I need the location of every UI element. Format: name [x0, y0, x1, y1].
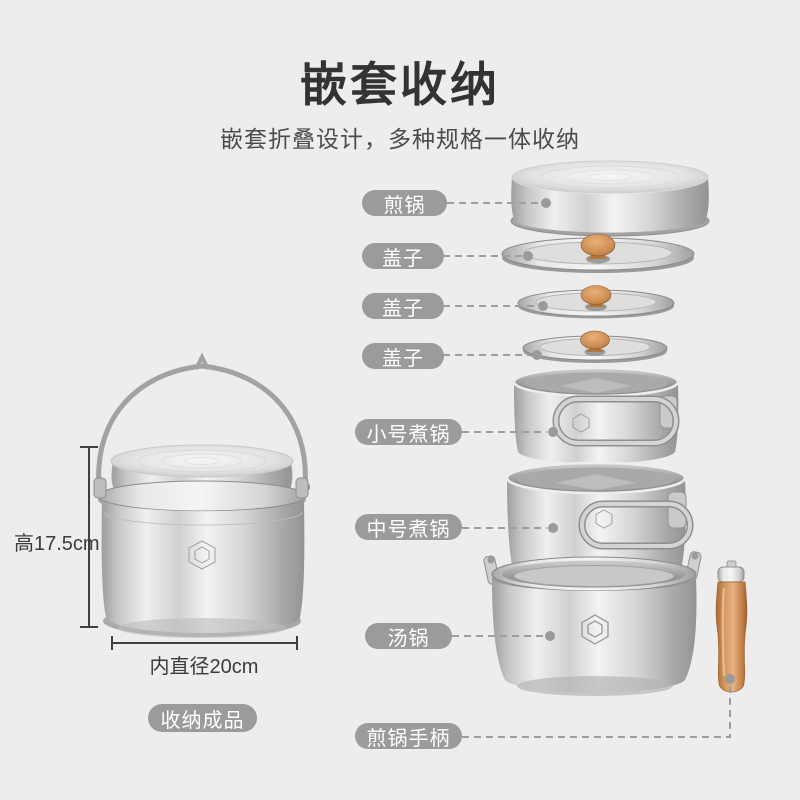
height-dimension-line	[80, 446, 98, 628]
medium-pot-illustration	[505, 461, 694, 582]
callout-pill-pan-handle: 煎锅手柄	[355, 723, 462, 750]
callout-line-pan-handle	[462, 686, 731, 738]
lid-large-illustration	[501, 233, 695, 273]
page-title: 嵌套收纳	[300, 58, 500, 111]
stored-pot-illustration	[80, 352, 310, 650]
lid-knob-icon	[580, 233, 616, 264]
frying-pan-illustration	[510, 160, 710, 237]
height-dimension-label: 高17.5cm	[14, 533, 100, 555]
diameter-dimension-label: 内直径20cm	[149, 656, 259, 678]
callout-pill-frying-pan: 煎锅	[362, 190, 447, 217]
brand-logo-icon	[572, 413, 590, 433]
pan-handle-illustration	[715, 560, 748, 693]
lid-medium-illustration	[517, 285, 675, 319]
callout-pill-lid-1: 盖子	[362, 243, 444, 270]
lid-knob-icon	[580, 330, 610, 356]
brand-logo-icon	[581, 614, 609, 645]
brand-logo-icon	[188, 540, 216, 570]
callout-pill-lid-2: 盖子	[362, 293, 444, 320]
caption-pill-stored-set: 收纳成品	[148, 704, 257, 732]
brand-logo-icon	[595, 509, 613, 529]
callout-pill-lid-3: 盖子	[362, 343, 444, 370]
lid-small-illustration	[522, 330, 668, 363]
callout-pill-soup-pot: 汤锅	[365, 623, 452, 650]
lid-knob-icon	[580, 285, 612, 311]
page-subtitle: 嵌套折叠设计，多种规格一体收纳	[220, 126, 580, 152]
diameter-dimension-line	[111, 636, 298, 650]
callout-connectors	[443, 202, 731, 738]
pot-body	[93, 477, 309, 638]
soup-pot-illustration	[483, 551, 702, 696]
callout-pill-medium-pot: 中号煮锅	[355, 514, 462, 541]
callout-pill-small-pot: 小号煮锅	[355, 419, 462, 446]
callout-dots	[523, 198, 735, 684]
small-pot-illustration	[512, 366, 680, 464]
